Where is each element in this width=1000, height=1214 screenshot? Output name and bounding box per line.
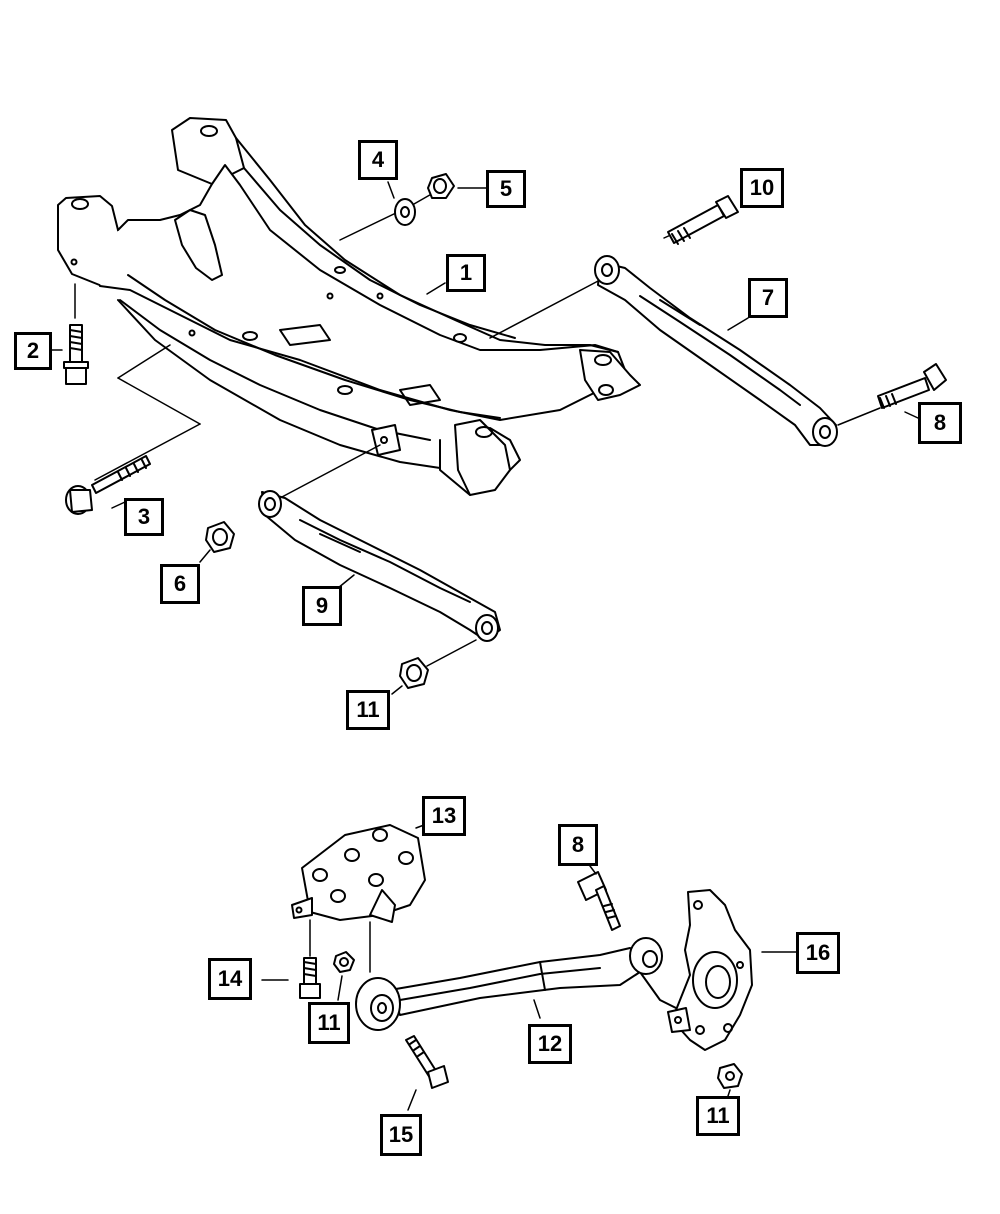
washer-4 [394, 198, 416, 226]
nut-11-top [399, 657, 429, 689]
leader-lines-top [74, 191, 881, 667]
bolt-8-top [877, 363, 947, 409]
callout-7: 7 [748, 278, 788, 318]
callout-5: 5 [486, 170, 526, 208]
callout-12: 12 [528, 1024, 572, 1064]
callout-13: 13 [422, 796, 466, 836]
callout-9: 9 [302, 586, 342, 626]
bolt-3 [65, 455, 151, 515]
callout-4: 4 [358, 140, 398, 180]
trailing-arm-12 [355, 937, 681, 1031]
bolt-2 [63, 324, 89, 385]
callout-15: 15 [380, 1114, 422, 1156]
callout-2: 2 [14, 332, 52, 370]
callout-8-bottom: 8 [558, 824, 598, 866]
bracket-13 [291, 824, 426, 923]
callout-10: 10 [740, 168, 784, 208]
bolt-15 [405, 1035, 449, 1089]
knuckle-16 [667, 889, 753, 1051]
callout-11-mid: 11 [308, 1002, 350, 1044]
callout-8-top: 8 [918, 402, 962, 444]
callout-3: 3 [124, 498, 164, 536]
nut-11-bottom [717, 1063, 743, 1089]
bolt-14 [299, 957, 321, 999]
nut-5 [427, 173, 455, 199]
crossmember [57, 117, 641, 496]
bolt-8-bottom [577, 871, 621, 931]
lower-arm-9 [258, 490, 501, 642]
nut-6 [205, 521, 235, 553]
callout-1: 1 [446, 254, 486, 292]
callout-14: 14 [208, 958, 252, 1000]
callout-11-bottom: 11 [696, 1096, 740, 1136]
upper-arm-7 [594, 255, 838, 447]
callout-16: 16 [796, 932, 840, 974]
nut-11-mid [333, 951, 355, 973]
callout-11-top: 11 [346, 690, 390, 730]
bolt-10 [667, 195, 739, 245]
callout-6: 6 [160, 564, 200, 604]
